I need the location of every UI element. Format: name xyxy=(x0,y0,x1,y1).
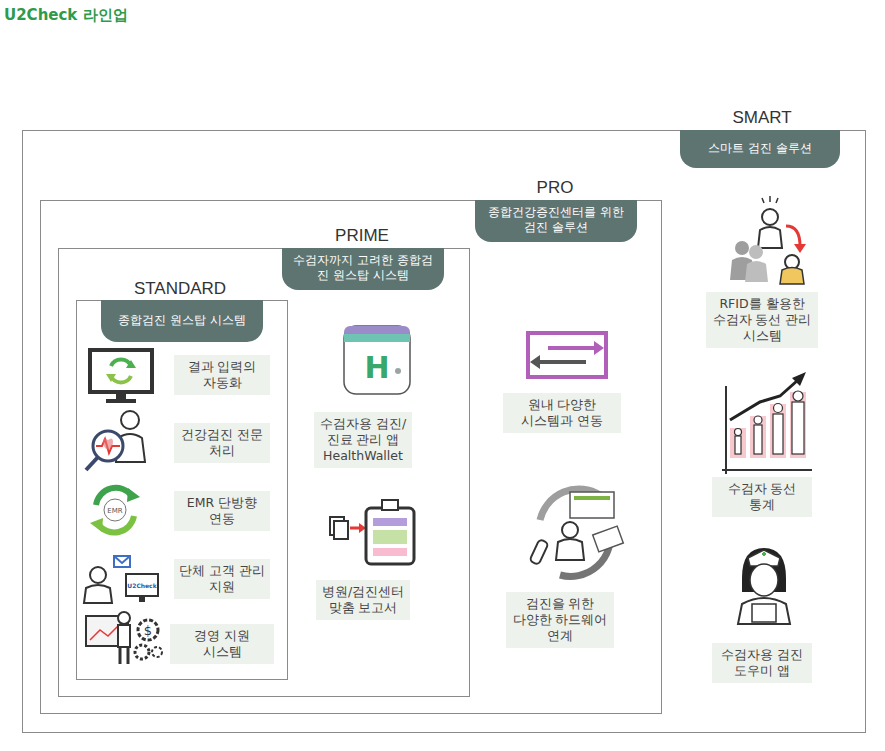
solution-box: PRIME수검자까지 고려한 종합검진 원스탑 시스템STANDARD종합검진 … xyxy=(58,248,470,697)
feature-box: 원내 다양한 시스템과 연동 xyxy=(503,393,621,434)
emr-mark: EMR xyxy=(107,507,122,515)
feature-text: 병원/검진센터 맞춤 보고서 xyxy=(321,584,405,617)
tier-heading: PRIME xyxy=(262,226,462,246)
feature-box: RFID를 활용한 수검자 동선 관리 시스템 xyxy=(706,292,818,349)
feature-text: 단체 고객 관리 지원 xyxy=(179,563,265,596)
feature-box: 수검자용 검진 도우미 앱 xyxy=(712,643,812,684)
feature-text: 경영 지원 시스템 xyxy=(175,628,269,661)
tier-tab: 종합검진 원스탑 시스템 xyxy=(101,300,263,342)
feature-text: RFID를 활용한 수검자 동선 관리 시스템 xyxy=(711,296,813,345)
solution-box: STANDARD종합검진 원스탑 시스템결과 입력의 자동화건강검진 전문 처리… xyxy=(76,300,288,680)
hardware-icon xyxy=(529,489,623,576)
feature-text: 건강검진 전문 처리 xyxy=(179,427,265,460)
rfid-icon xyxy=(730,196,806,284)
feature-box: 수검자 동선 통계 xyxy=(712,477,812,518)
feature-box: 단체 고객 관리 지원 xyxy=(174,559,270,600)
page-title: U2Check 라인업 xyxy=(4,6,128,25)
checkup-icon xyxy=(86,411,145,470)
statistics-icon xyxy=(722,372,812,474)
feature-text: 원내 다양한 시스템과 연동 xyxy=(508,397,616,430)
tier-tab: 종합건강증진센터를 위한 검진 솔루션 xyxy=(475,200,637,242)
feature-text: 수검자 동선 통계 xyxy=(717,481,807,514)
management-icon: $ xyxy=(86,612,162,664)
tab-text: 종합검진 원스탑 시스템 xyxy=(118,313,246,328)
app-icon xyxy=(344,326,410,394)
sync-icon xyxy=(528,333,606,377)
feature-box: 경영 지원 시스템 xyxy=(170,624,274,665)
tier-tab: 스마트 검진 솔루션 xyxy=(680,130,840,168)
tier-heading: PRO xyxy=(455,178,655,198)
tier-tab: 수검자까지 고려한 종합검진 원스탑 시스템 xyxy=(282,248,444,290)
feature-text: 검진을 위한 다양한 하드웨어 연계 xyxy=(511,596,609,645)
feature-box: 검진을 위한 다양한 하드웨어 연계 xyxy=(506,592,614,649)
solution-box: SMART스마트 검진 솔루션PRO종합건강증진센터를 위한 검진 솔루션PRI… xyxy=(22,130,866,733)
svg-text:$: $ xyxy=(144,623,152,638)
emr-icon xyxy=(90,488,140,533)
nurse-icon xyxy=(738,548,790,624)
feature-text: EMR 단방향 연동 xyxy=(179,495,265,528)
report-icon xyxy=(330,500,414,564)
feature-box: EMR 단방향 연동 xyxy=(174,491,270,532)
feature-text: 결과 입력의 자동화 xyxy=(179,359,265,392)
feature-text: 수검자용 검진 도우미 앱 xyxy=(717,647,807,680)
tab-text: 수검자까지 고려한 종합검진 원스탑 시스템 xyxy=(288,253,438,283)
tier-heading: SMART xyxy=(662,108,862,128)
tab-text: 종합건강증진센터를 위한 검진 솔루션 xyxy=(481,205,631,235)
logo-mark: U2Check xyxy=(127,582,157,589)
feature-box: 건강검진 전문 처리 xyxy=(174,423,270,464)
feature-text: 수검자용 검진/진료 관리 앱 HealthWallet xyxy=(319,416,407,465)
feature-box: 수검자용 검진/진료 관리 앱 HealthWallet xyxy=(314,412,412,469)
feature-box: 병원/검진센터 맞춤 보고서 xyxy=(316,580,410,621)
tier-heading: STANDARD xyxy=(80,279,280,299)
feature-box: 결과 입력의 자동화 xyxy=(174,355,270,396)
app-letter: H xyxy=(364,350,389,385)
group-customer-icon xyxy=(84,556,158,603)
monitor-icon xyxy=(90,350,152,403)
solution-box: PRO종합건강증진센터를 위한 검진 솔루션PRIME수검자까지 고려한 종합검… xyxy=(40,200,662,714)
tab-text: 스마트 검진 솔루션 xyxy=(708,141,812,156)
